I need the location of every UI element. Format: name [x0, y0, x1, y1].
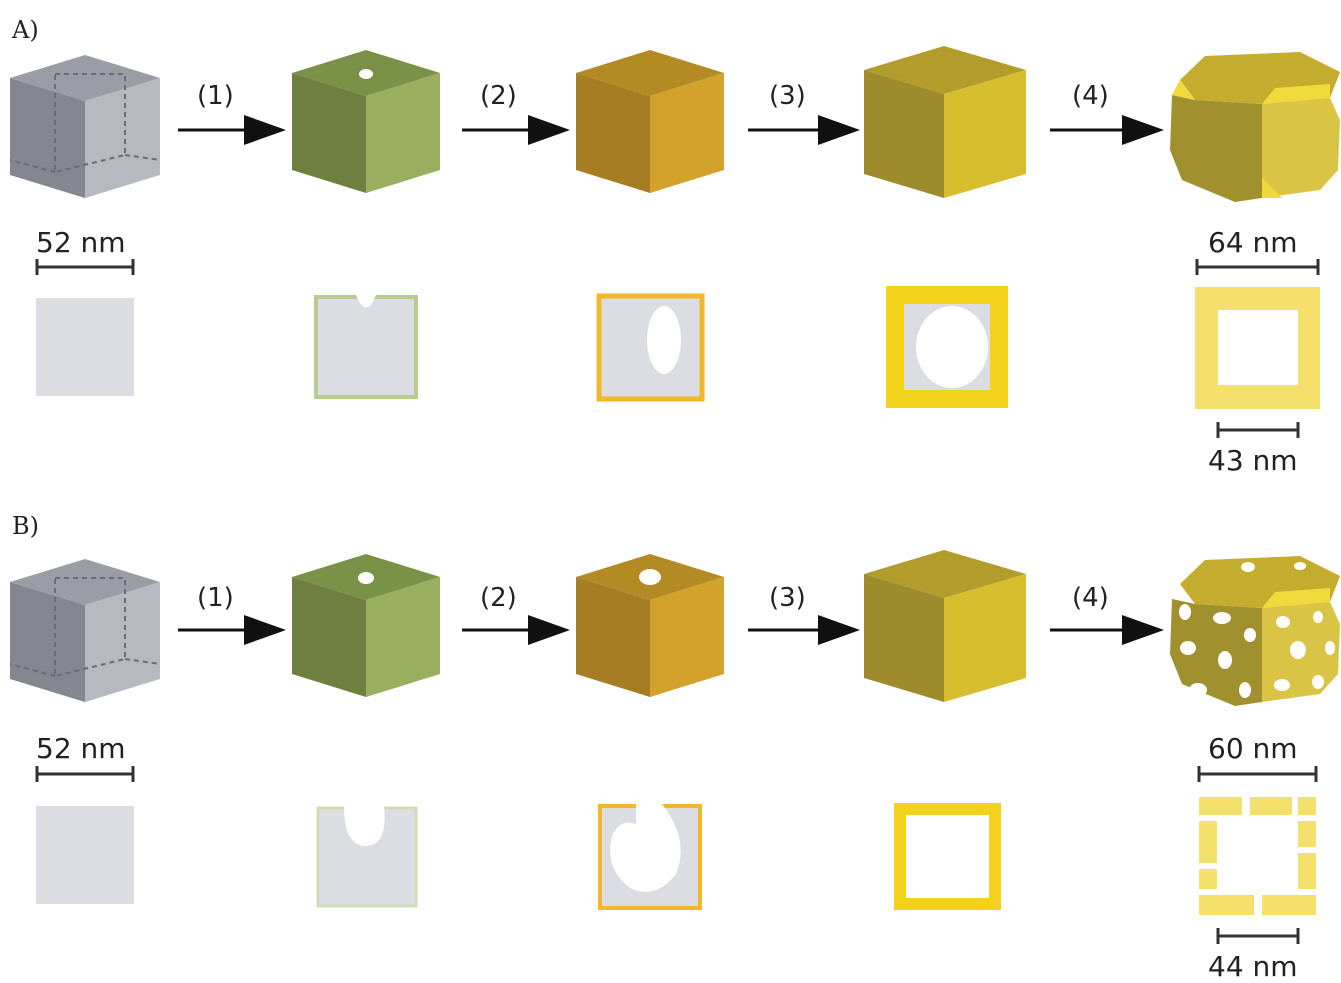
silver-cube: [9, 559, 161, 702]
cross-section-yellow-a: [886, 286, 1008, 408]
truncated-cube-final: [1170, 52, 1340, 202]
gold-cube-step3: [864, 550, 1026, 702]
start-size-label-a: 52 nm: [36, 226, 126, 259]
porous-cube-final: [1170, 556, 1340, 706]
start-size-label-b: 52 nm: [36, 732, 126, 765]
panel-a-label: A): [11, 16, 39, 44]
gold-cube-step3: [864, 46, 1026, 198]
cross-section-yellow-b: [894, 803, 1001, 910]
pore-holes: [1179, 562, 1335, 698]
step-1-label: (1): [197, 583, 234, 613]
cross-section-silver-b: [36, 806, 134, 904]
end-size-label-a: 64 nm: [1208, 226, 1298, 259]
cross-section-green-a: [314, 295, 418, 399]
end-size-label-b: 60 nm: [1208, 732, 1298, 765]
scale-bar-start-b: 52 nm: [35, 732, 135, 782]
silver-cube: [9, 55, 161, 198]
step-4-label: (4): [1072, 583, 1109, 613]
scale-bar-inner-b: 44 nm: [1208, 928, 1300, 983]
step-3-label: (3): [769, 583, 806, 613]
panel-b: B) (1) (2) (3) (4): [9, 512, 1340, 983]
scale-bar-end-b: 60 nm: [1197, 732, 1318, 782]
inner-size-label-a: 43 nm: [1208, 444, 1298, 477]
step-2-label: (2): [480, 81, 517, 111]
cross-section-frame-a: [1195, 287, 1320, 409]
panel-b-label: B): [12, 512, 39, 540]
scale-bar-inner-a: 43 nm: [1208, 422, 1300, 477]
green-cube: [292, 50, 440, 193]
step-4-label: (4): [1072, 81, 1109, 111]
step-1-label: (1): [197, 81, 234, 111]
cross-section-gold-a: [596, 293, 705, 402]
green-cube: [292, 554, 440, 697]
cross-section-gold-b: [598, 804, 702, 910]
inner-size-label-b: 44 nm: [1208, 950, 1298, 983]
cross-section-green-b: [316, 806, 418, 908]
step-2-label: (2): [480, 583, 517, 613]
step-3-label: (3): [769, 81, 806, 111]
scale-bar-start-a: 52 nm: [35, 226, 135, 275]
cross-section-porous-frame-b: [1199, 797, 1316, 915]
scale-bar-end-a: 64 nm: [1195, 226, 1320, 275]
gold-cube-step2: [576, 554, 724, 697]
cross-section-silver-a: [36, 298, 134, 396]
panel-a: A) (1) (2) (3) (4): [9, 16, 1340, 477]
gold-cube-step2: [576, 50, 724, 193]
